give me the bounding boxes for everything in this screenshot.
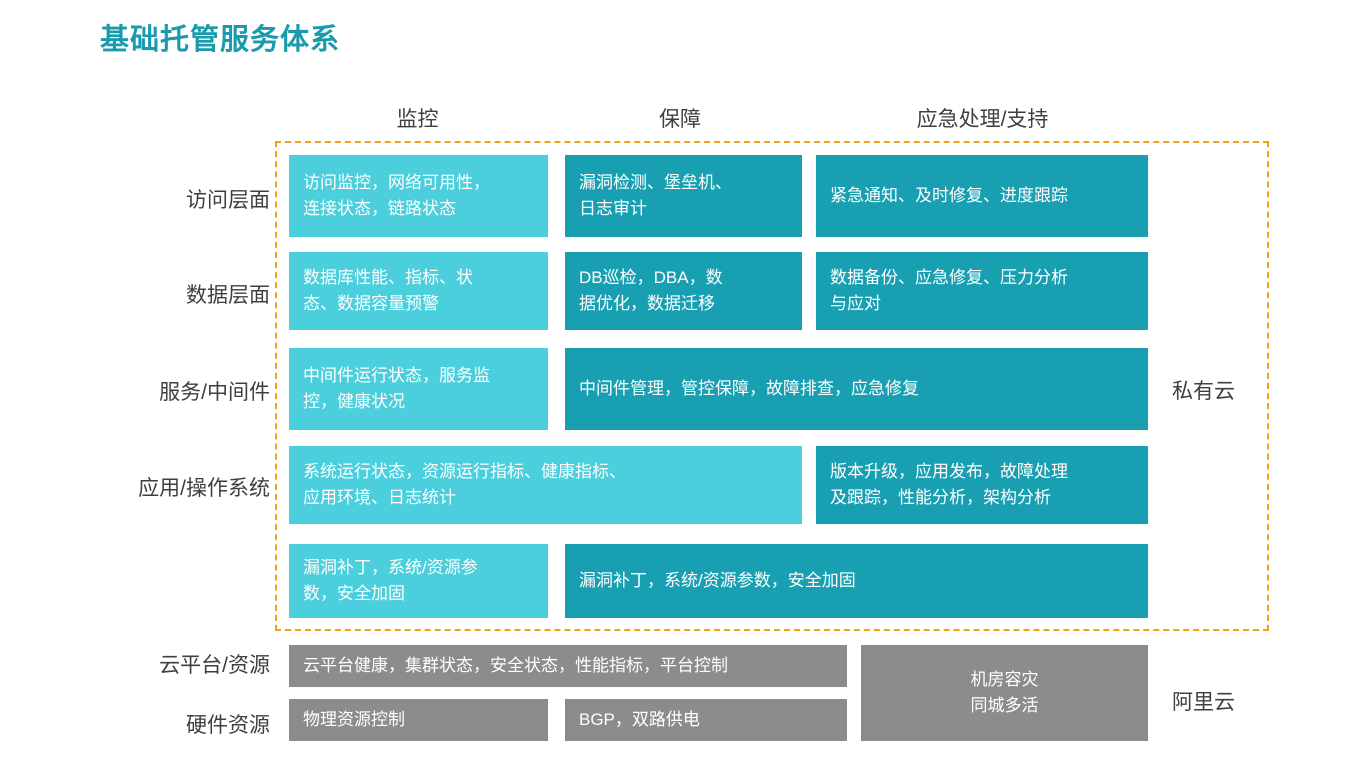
matrix-cell-access-emergency: 紧急通知、及时修复、进度跟踪 xyxy=(816,155,1148,237)
matrix-cell-access-monitoring: 访问监控，网络可用性， 连接状态，链路状态 xyxy=(289,155,548,237)
column-header-monitoring: 监控 xyxy=(396,108,439,131)
private-cloud-boundary xyxy=(275,141,1269,631)
column-header-emergency-support: 应急处理/支持 xyxy=(916,108,1049,131)
group-label-private-cloud: 私有云 xyxy=(1172,380,1235,403)
matrix-cell-cloud-platform-monitoring-assurance: 云平台健康，集群状态，安全状态，性能指标，平台控制 xyxy=(289,645,847,687)
matrix-cell-middleware-monitoring: 中间件运行状态，服务监 控，健康状况 xyxy=(289,348,548,430)
row-label-application-os: 应用/操作系统 xyxy=(138,477,270,500)
row-label-service-middleware: 服务/中间件 xyxy=(159,381,270,404)
matrix-cell-security-assurance-emergency: 漏洞补丁，系统/资源参数，安全加固 xyxy=(565,544,1148,618)
matrix-cell-data-emergency: 数据备份、应急修复、压力分析 与应对 xyxy=(816,252,1148,330)
matrix-cell-application-emergency: 版本升级，应用发布，故障处理 及跟踪，性能分析，架构分析 xyxy=(816,446,1148,524)
matrix-cell-access-assurance: 漏洞检测、堡垒机、 日志审计 xyxy=(565,155,802,237)
row-label-access-layer: 访问层面 xyxy=(186,189,270,212)
page-title: 基础托管服务体系 xyxy=(100,24,341,56)
column-header-assurance: 保障 xyxy=(659,108,701,131)
matrix-cell-infrastructure-emergency: 机房容灾 同城多活 xyxy=(861,645,1148,741)
matrix-cell-hardware-monitoring: 物理资源控制 xyxy=(289,699,548,741)
matrix-cell-data-assurance: DB巡检，DBA，数 据优化，数据迁移 xyxy=(565,252,802,330)
infrastructure-emergency-line-1: 机房容灾 xyxy=(970,669,1039,689)
matrix-cell-middleware-assurance-emergency: 中间件管理，管控保障，故障排查，应急修复 xyxy=(565,348,1148,430)
infrastructure-emergency-line-2: 同城多活 xyxy=(970,696,1039,715)
matrix-cell-security-monitoring: 漏洞补丁，系统/资源参 数，安全加固 xyxy=(289,544,548,618)
matrix-cell-data-monitoring: 数据库性能、指标、状 态、数据容量预警 xyxy=(289,252,548,330)
row-label-data-layer: 数据层面 xyxy=(186,284,270,307)
row-label-cloud-platform-resources: 云平台/资源 xyxy=(159,654,270,677)
row-label-hardware-resources: 硬件资源 xyxy=(186,714,270,737)
group-label-public-cloud: 阿里云 xyxy=(1172,691,1235,714)
matrix-cell-application-monitoring-assurance: 系统运行状态，资源运行指标、健康指标、 应用环境、日志统计 xyxy=(289,446,802,524)
matrix-cell-hardware-assurance: BGP，双路供电 xyxy=(565,699,847,741)
